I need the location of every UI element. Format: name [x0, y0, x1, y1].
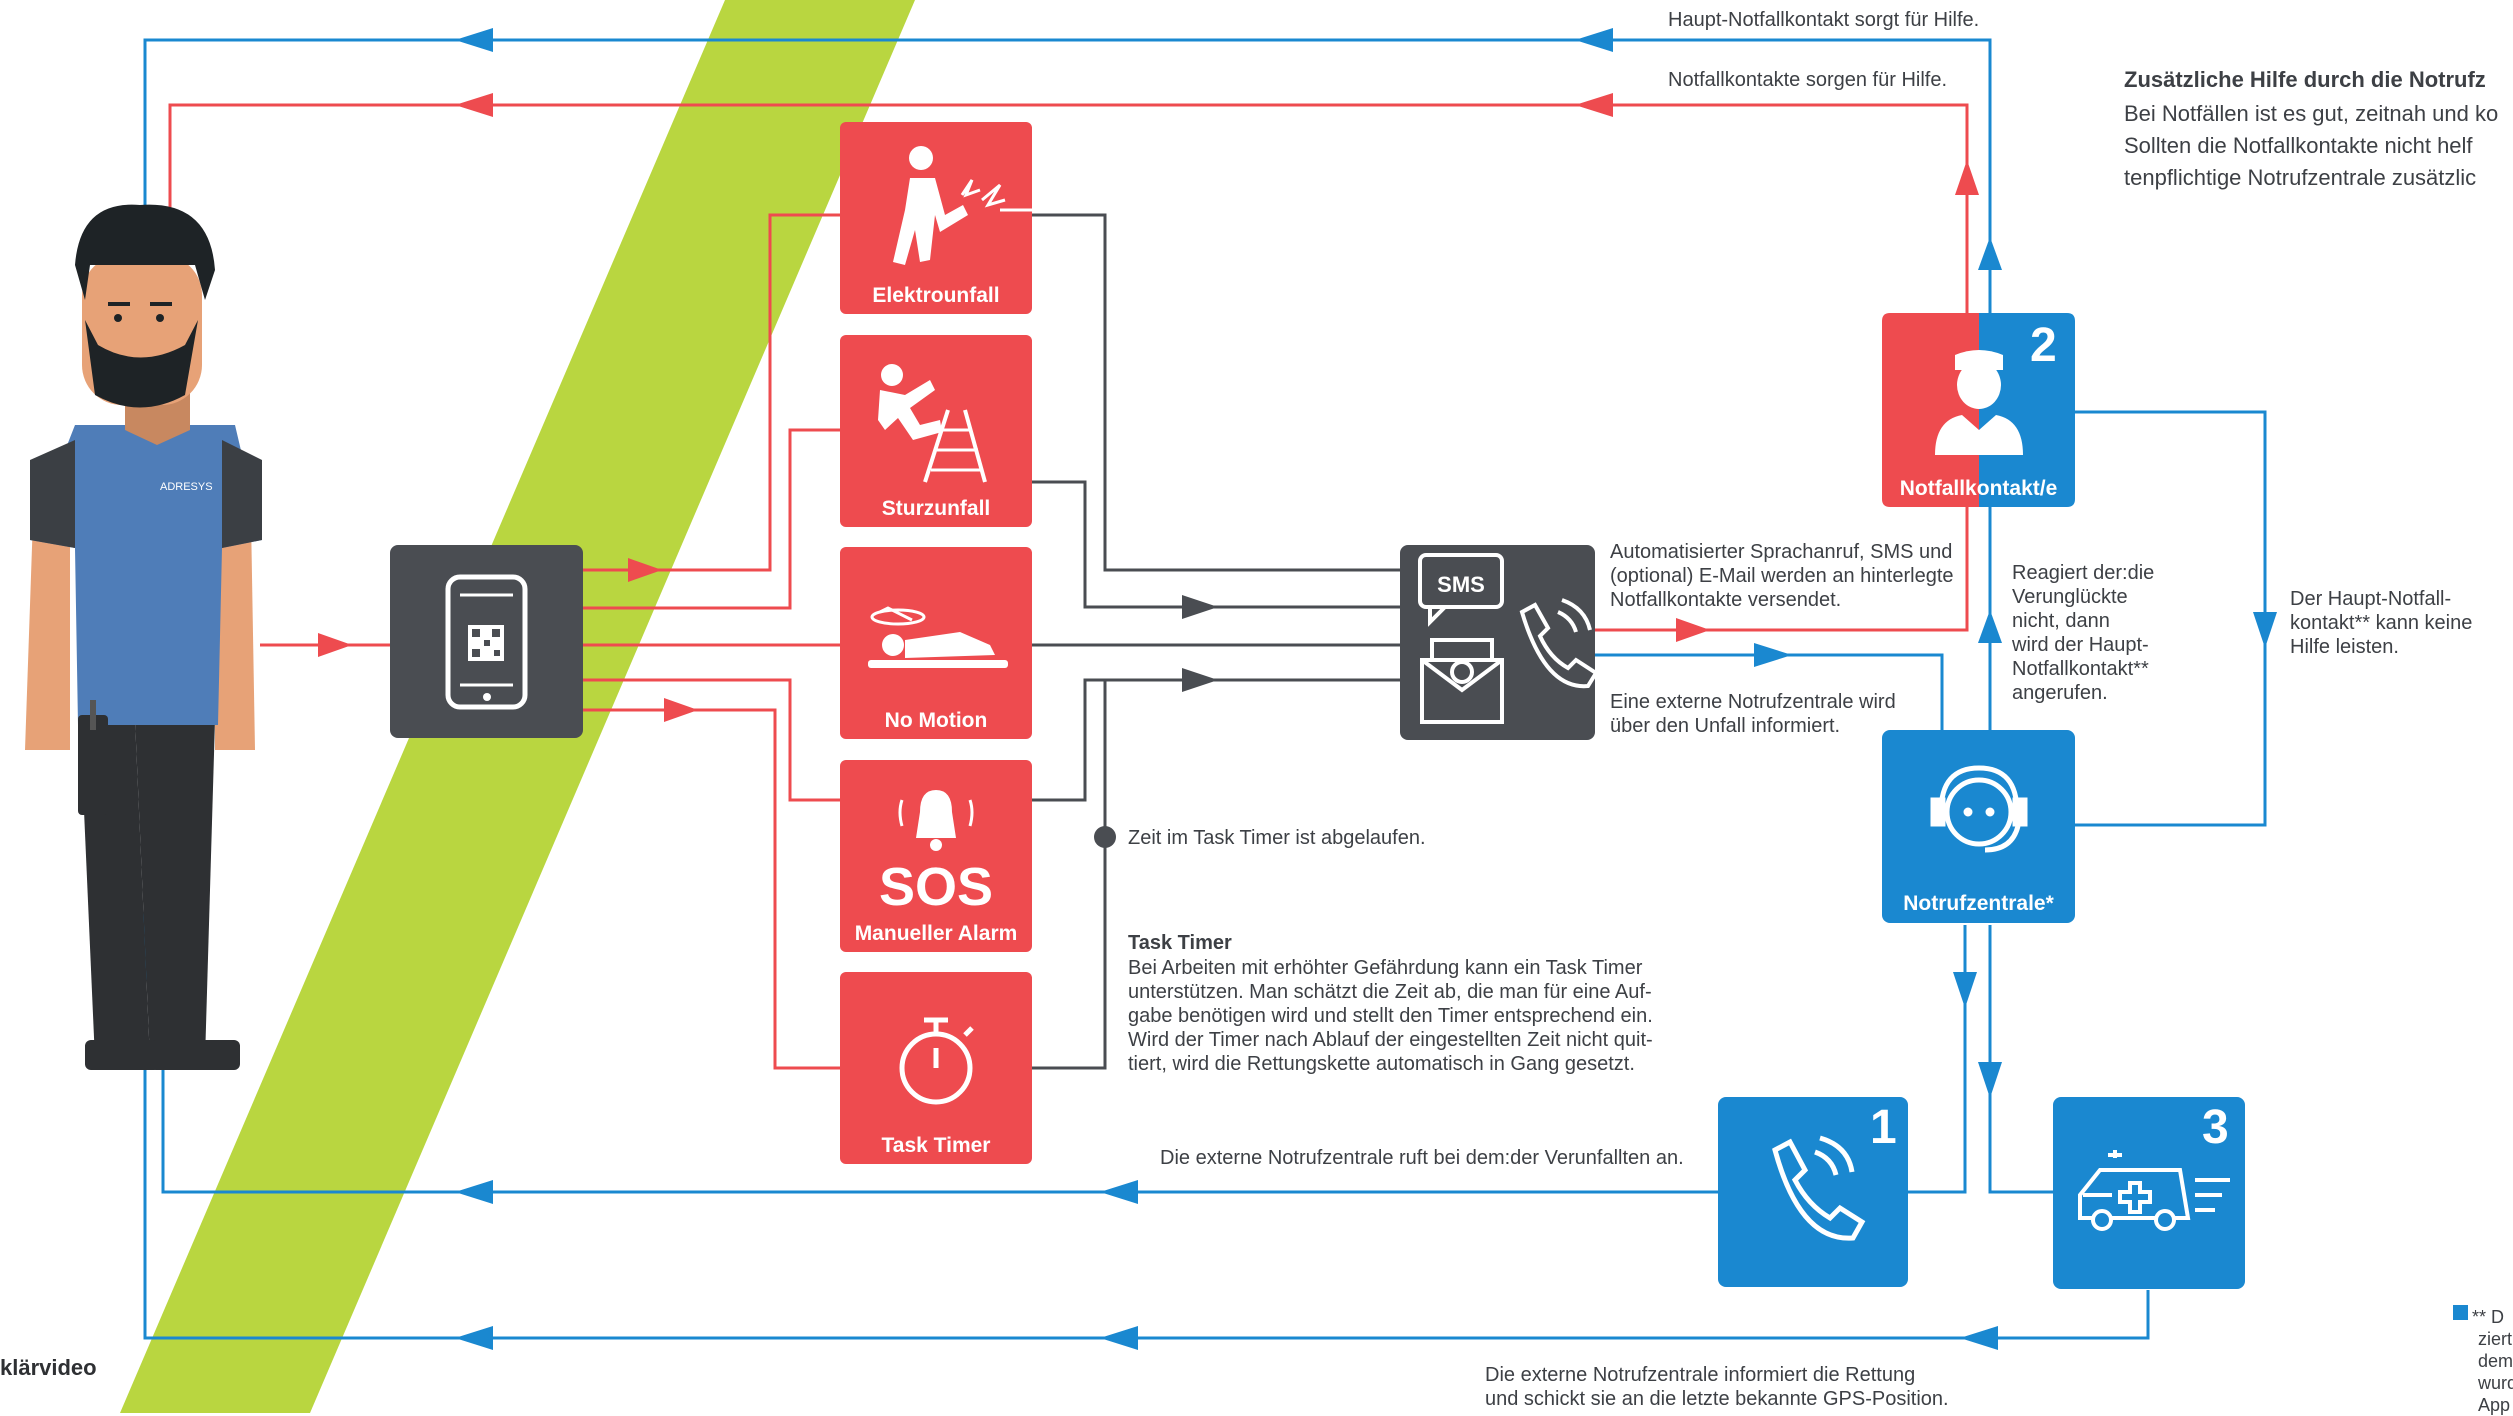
- phone-icon: [1519, 598, 1599, 689]
- sms-label: SMS: [1437, 572, 1485, 597]
- tile-label-task-timer: Task Timer: [881, 1134, 991, 1157]
- dark-flow-lines: [1032, 213, 1400, 1070]
- ambulance-icon: [2078, 1150, 2230, 1231]
- tile-label-notfallkontakte: Notfallkontakt/e: [1899, 477, 2058, 500]
- dark-arrowheads: [1094, 595, 1218, 848]
- ambulance-tile: [2053, 1097, 2245, 1289]
- tile-label-no-motion: No Motion: [884, 709, 988, 732]
- extra-help-body: Bei Notfällen ist es gut, zeitnah und ko…: [2124, 101, 2499, 190]
- text-center-calls: Die externe Notrufzentrale ruft bei dem:…: [1160, 1147, 1684, 1169]
- stopwatch-icon: [899, 1017, 974, 1105]
- number-3: 3: [2202, 1101, 2229, 1154]
- tile-label-sturzunfall: Sturzunfall: [881, 497, 991, 520]
- text-timer-expired: Zeit im Task Timer ist abgelaufen.: [1128, 827, 1426, 849]
- text-auto-call: Automatisierter Sprachanruf, SMS und (op…: [1610, 541, 1954, 611]
- tile-label-notrufzentrale: Notrufzentrale*: [1903, 892, 2054, 915]
- text-center-informs: Die externe Notrufzentrale informiert di…: [1485, 1364, 1949, 1410]
- footnote-lines: ziert dem wurd App: [2478, 1329, 2513, 1415]
- text-cannot-help: Der Haupt-Notfall- kontakt** kann keine …: [2290, 588, 2473, 658]
- sos-text: SOS: [879, 857, 993, 917]
- number-1: 1: [1870, 1101, 1897, 1154]
- smartphone-qr-icon: [445, 574, 528, 710]
- text-main-contact-helps: Haupt-Notfallkontakt sorgt für Hilfe.: [1668, 9, 1980, 31]
- text-contacts-help: Notfallkontakte sorgen für Hilfe.: [1668, 69, 1948, 91]
- phone-tile: [390, 545, 583, 738]
- alarm-tile-task-timer: [840, 972, 1032, 1164]
- shirt-logo: ADRESYS: [160, 481, 213, 493]
- electric-shock-icon: [893, 146, 1032, 265]
- alarm-tile-sos: SOS: [840, 760, 1032, 952]
- phone-call-icon: [1772, 1135, 1866, 1241]
- contacts-tile: [1882, 313, 2075, 507]
- alarm-tile-electric: [840, 122, 1032, 314]
- blue-arrowheads: [455, 28, 2277, 1350]
- footnote-marker-square: [2453, 1305, 2468, 1320]
- headset-operator-icon: [1930, 765, 2028, 853]
- worker-figure: ADRESYS: [25, 204, 262, 1070]
- call-tile: [1718, 1097, 1908, 1287]
- tile-label-elektrounfall: Elektrounfall: [872, 284, 1000, 307]
- extra-help-title: Zusätzliche Hilfe durch die Notrufz: [2124, 67, 2486, 92]
- sms-bubble-icon: SMS: [1418, 553, 1504, 627]
- text-task-timer-title: Task Timer: [1128, 932, 1232, 954]
- footnote-marker: ** D: [2472, 1307, 2505, 1327]
- email-icon: [1420, 638, 1504, 724]
- tile-label-manueller-alarm: Manueller Alarm: [854, 922, 1018, 945]
- lying-person-icon: [868, 606, 1008, 668]
- left-partial-label: klärvideo: [0, 1355, 97, 1380]
- text-external-informed: Eine externe Notrufzentrale wird über de…: [1610, 691, 1896, 737]
- number-2: 2: [2030, 319, 2057, 372]
- text-reacts: Reagiert der:die Verunglückte nicht, dan…: [2012, 562, 2155, 704]
- alarm-tile-no-motion: [840, 547, 1032, 739]
- center-tile: [1882, 730, 2075, 923]
- text-task-timer-body: Bei Arbeiten mit erhöhter Gefährdung kan…: [1128, 957, 1653, 1075]
- ladder-fall-icon: [878, 364, 987, 483]
- bell-icon: [898, 790, 974, 851]
- alarm-tile-fall: [840, 335, 1032, 527]
- red-arrowheads: [318, 93, 1979, 722]
- message-tile: SMS: [1400, 545, 1599, 740]
- contact-person-icon: [1935, 350, 2023, 455]
